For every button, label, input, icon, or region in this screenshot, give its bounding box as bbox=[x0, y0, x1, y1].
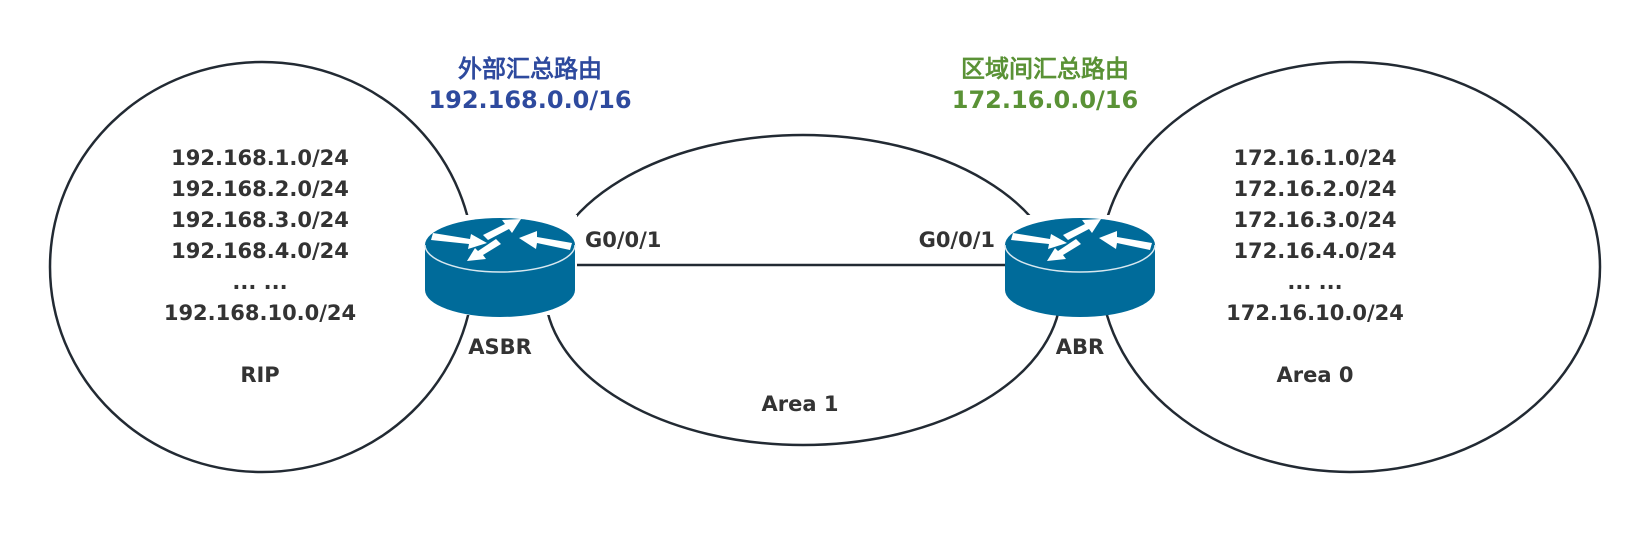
network-item: 172.16.4.0/24 bbox=[1233, 239, 1397, 263]
external-summary-title: 外部汇总路由 bbox=[458, 55, 602, 83]
ellipsis: ... ... bbox=[232, 270, 288, 294]
inter-area-summary-title: 区域间汇总路由 bbox=[961, 55, 1129, 83]
network-item: 192.168.10.0/24 bbox=[163, 301, 357, 325]
network-item: 172.16.3.0/24 bbox=[1233, 208, 1397, 232]
inter-area-summary-label: 区域间汇总路由 172.16.0.0/16 bbox=[915, 54, 1175, 116]
asbr-name: ASBR bbox=[468, 335, 532, 359]
external-summary-label: 外部汇总路由 192.168.0.0/16 bbox=[400, 54, 660, 116]
router-icon bbox=[424, 217, 576, 318]
router-abr[interactable] bbox=[1004, 215, 1157, 318]
abr-interface-label: G0/0/1 bbox=[918, 228, 995, 252]
ellipsis: ... ... bbox=[1287, 270, 1343, 294]
router-icon bbox=[1004, 217, 1156, 318]
network-item: 192.168.1.0/24 bbox=[171, 146, 349, 170]
asbr-interface-label: G0/0/1 bbox=[585, 228, 662, 252]
area0-domain-name: Area 0 bbox=[1276, 363, 1354, 387]
network-item: 172.16.10.0/24 bbox=[1226, 301, 1404, 325]
network-item: 172.16.2.0/24 bbox=[1233, 177, 1397, 201]
external-summary-prefix: 192.168.0.0/16 bbox=[428, 86, 632, 114]
rip-domain-name: RIP bbox=[240, 363, 280, 387]
router-asbr[interactable] bbox=[424, 215, 577, 318]
area1-domain-name: Area 1 bbox=[761, 392, 839, 416]
network-item: 172.16.1.0/24 bbox=[1233, 146, 1397, 170]
rip-network-list: 192.168.1.0/24 192.168.2.0/24 192.168.3.… bbox=[140, 143, 380, 329]
network-item: 192.168.4.0/24 bbox=[171, 239, 349, 263]
network-item: 192.168.2.0/24 bbox=[171, 177, 349, 201]
network-item: 192.168.3.0/24 bbox=[171, 208, 349, 232]
abr-name: ABR bbox=[1055, 335, 1105, 359]
inter-area-summary-prefix: 172.16.0.0/16 bbox=[951, 86, 1139, 114]
area0-network-list: 172.16.1.0/24 172.16.2.0/24 172.16.3.0/2… bbox=[1195, 143, 1435, 329]
